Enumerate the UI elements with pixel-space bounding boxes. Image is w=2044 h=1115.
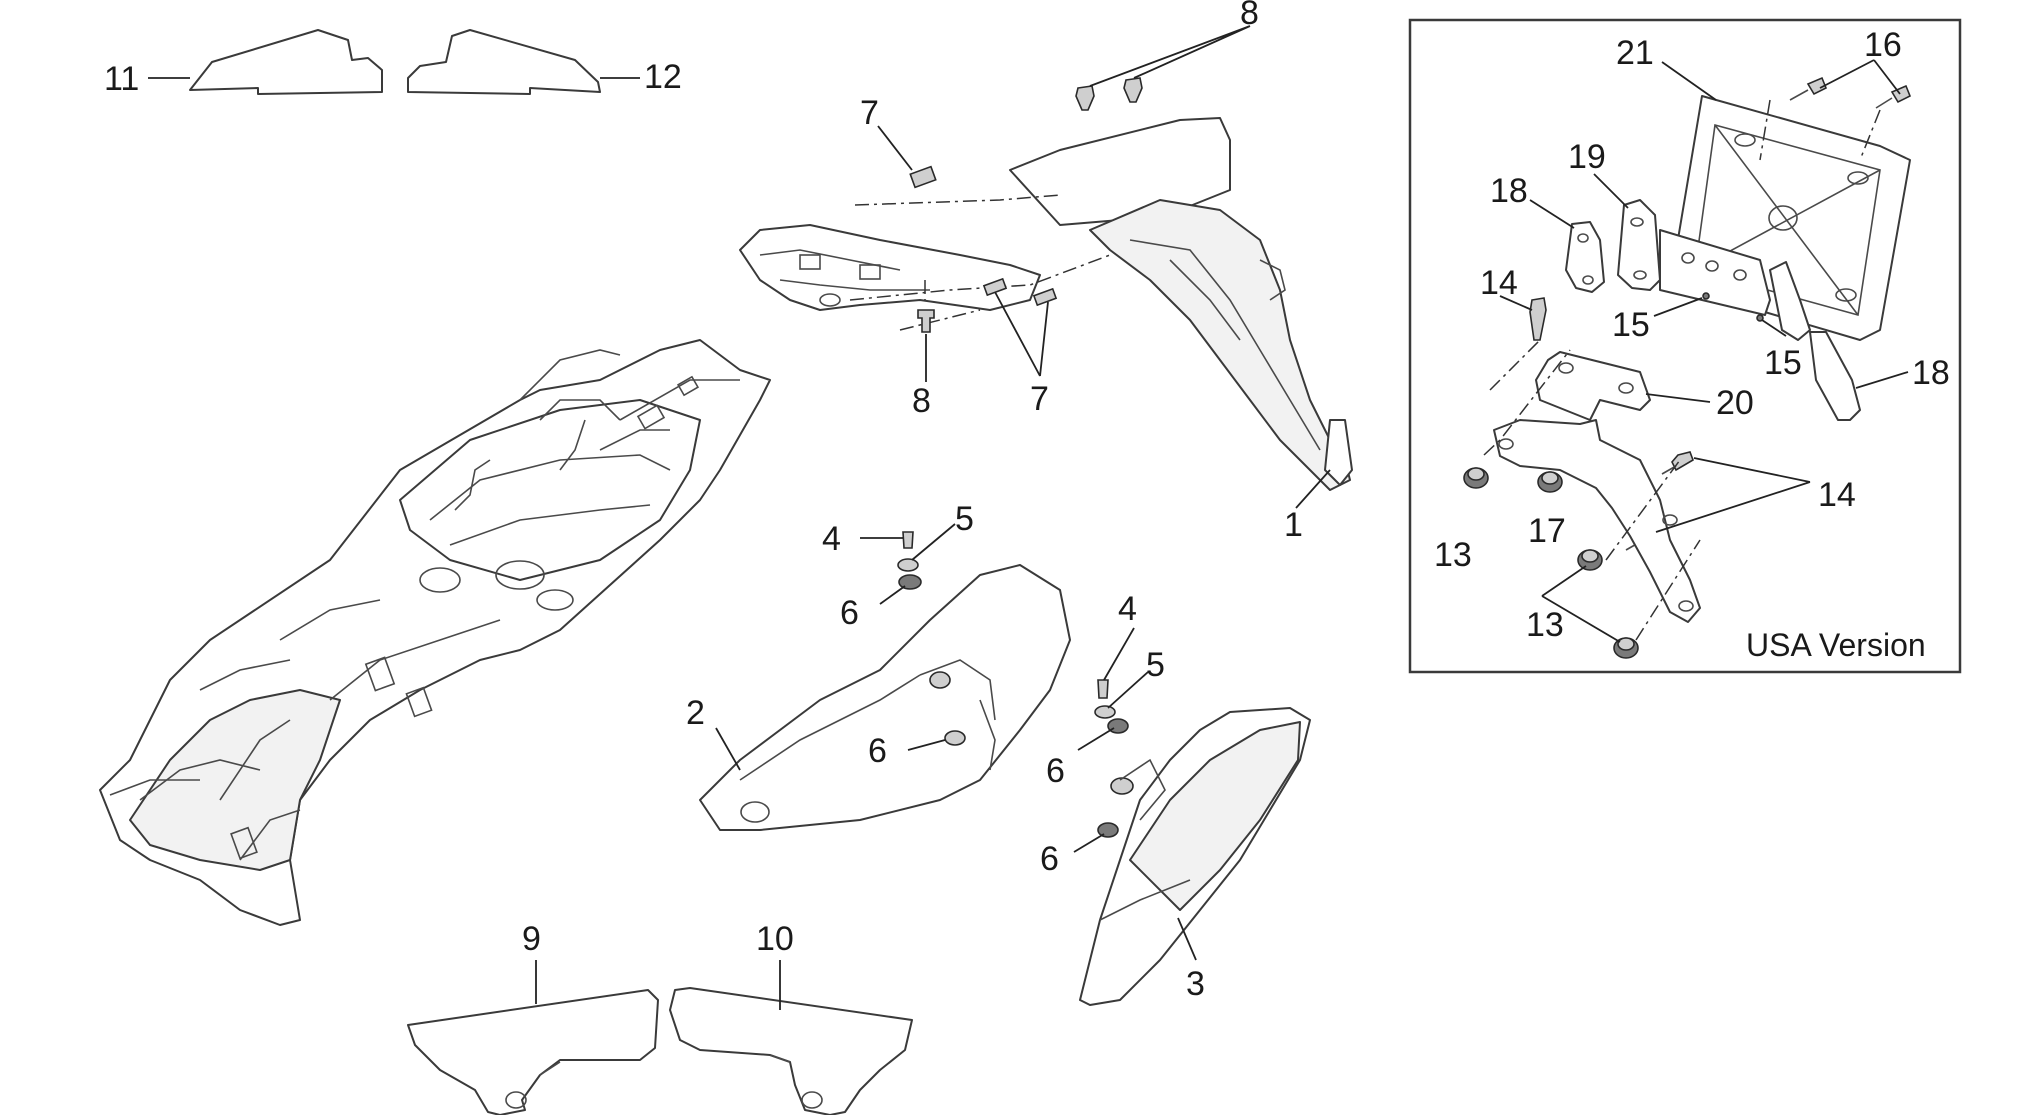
part-3-side-panel-right — [1079, 707, 1311, 1006]
inset-upper-bracket — [1659, 229, 1811, 341]
callout-4-right: 4 — [1118, 590, 1137, 628]
part-14-bolt-upper — [1529, 297, 1547, 341]
part-19-spacer — [1617, 199, 1661, 291]
part-15-screws — [1702, 292, 1764, 322]
callout-2: 2 — [686, 694, 705, 732]
part-8-bolt-lower — [917, 309, 935, 333]
part-18-pad-right — [1809, 331, 1861, 421]
usa-version-inset: 21 16 19 18 18 14 15 15 20 14 13 17 13 U… — [1408, 18, 1962, 674]
leader-4-right — [1103, 627, 1135, 681]
callout-6-right-upper: 6 — [1046, 752, 1065, 790]
rear-undertray-frame — [99, 339, 771, 926]
part-16-bolts — [1789, 76, 1912, 109]
seat-frame-subassembly — [739, 224, 1041, 311]
leader-6-right-lower — [1073, 833, 1105, 853]
assembly-line-c — [899, 309, 981, 331]
callout-8-top: 8 — [1240, 0, 1259, 32]
part-11-trim-left — [189, 29, 383, 95]
callout-9: 9 — [522, 920, 541, 958]
assembly-line-a — [854, 194, 1061, 206]
leader-7-top — [877, 125, 913, 171]
leader-5-right — [1107, 671, 1149, 709]
inset-assembly-line-main — [1483, 339, 1701, 641]
callout-16: 16 — [1864, 26, 1902, 64]
callout-7-lower: 7 — [1030, 380, 1049, 418]
callout-6-left-lower: 6 — [868, 732, 887, 770]
part-4-5-6-hardware-left — [897, 531, 922, 590]
callout-4-left: 4 — [822, 520, 841, 558]
part-1-rear-hugger-bracket — [1009, 117, 1353, 491]
part-13-nut-left — [1463, 467, 1489, 489]
leader-14-upper — [1499, 295, 1533, 311]
inset-lower-bracket — [1493, 419, 1701, 623]
part-4-5-6-hardware-right — [1094, 679, 1129, 838]
callout-10: 10 — [756, 920, 794, 958]
callout-5-left: 5 — [955, 500, 974, 538]
leader-18-left — [1529, 199, 1575, 229]
callout-7-top: 7 — [860, 94, 879, 132]
callout-20: 20 — [1716, 384, 1754, 422]
callout-18-right: 18 — [1912, 354, 1950, 392]
callout-14-upper: 14 — [1480, 264, 1518, 302]
callout-8-lower: 8 — [912, 382, 931, 420]
callout-11: 11 — [104, 60, 139, 98]
part-17-nut — [1537, 471, 1563, 493]
callout-6-right-lower: 6 — [1040, 840, 1059, 878]
inset-assembly-line-16 — [1759, 99, 1881, 161]
part-8-bolts-top — [1075, 77, 1143, 111]
part-7-clips-lower — [982, 277, 1058, 307]
leader-21 — [1661, 61, 1717, 101]
part-12-trim-right — [407, 29, 601, 95]
leader-15-right — [1761, 319, 1787, 337]
leader-14-lower — [1655, 457, 1811, 533]
callout-17: 17 — [1528, 512, 1566, 550]
part-20-bracket — [1535, 351, 1651, 421]
leader-7-lower — [994, 291, 1049, 377]
leader-8-top — [1089, 25, 1251, 87]
leader-2 — [715, 727, 741, 771]
leader-13-lower — [1541, 565, 1621, 643]
leader-1 — [1295, 469, 1331, 509]
callout-15-right: 15 — [1764, 344, 1802, 382]
callout-15-left: 15 — [1612, 306, 1650, 344]
leader-19 — [1593, 173, 1629, 209]
callout-21: 21 — [1616, 34, 1654, 72]
leader-15-left — [1653, 297, 1703, 317]
callout-5-right: 5 — [1146, 646, 1165, 684]
leader-18-right — [1855, 371, 1909, 389]
usa-version-label: USA Version — [1746, 627, 1926, 663]
callout-18-left: 18 — [1490, 172, 1528, 210]
part-2-side-panel-left — [699, 564, 1071, 831]
part-9-trim-left — [407, 989, 659, 1115]
leader-6-right-upper — [1077, 727, 1115, 751]
leader-16 — [1819, 59, 1901, 95]
part-10-trim-right — [669, 987, 913, 1115]
callout-13-left: 13 — [1434, 536, 1472, 574]
callout-19: 19 — [1568, 138, 1606, 176]
callout-14-lower: 14 — [1818, 476, 1856, 514]
inset-frame — [1408, 18, 1962, 674]
part-13-nuts-lower — [1577, 549, 1639, 659]
part-7-clip-top — [909, 165, 937, 189]
leader-20 — [1645, 393, 1711, 403]
callout-12: 12 — [644, 58, 682, 96]
callout-6-left-upper: 6 — [840, 594, 859, 632]
leader-6-left-upper — [879, 585, 906, 605]
leader-6-left-lower — [907, 739, 946, 751]
callout-13-lower: 13 — [1526, 606, 1564, 644]
callout-3: 3 — [1186, 965, 1205, 1003]
callout-1: 1 — [1284, 506, 1303, 544]
part-18-pad-left — [1565, 221, 1605, 293]
leader-3 — [1177, 917, 1197, 961]
leader-5-left — [911, 523, 956, 561]
